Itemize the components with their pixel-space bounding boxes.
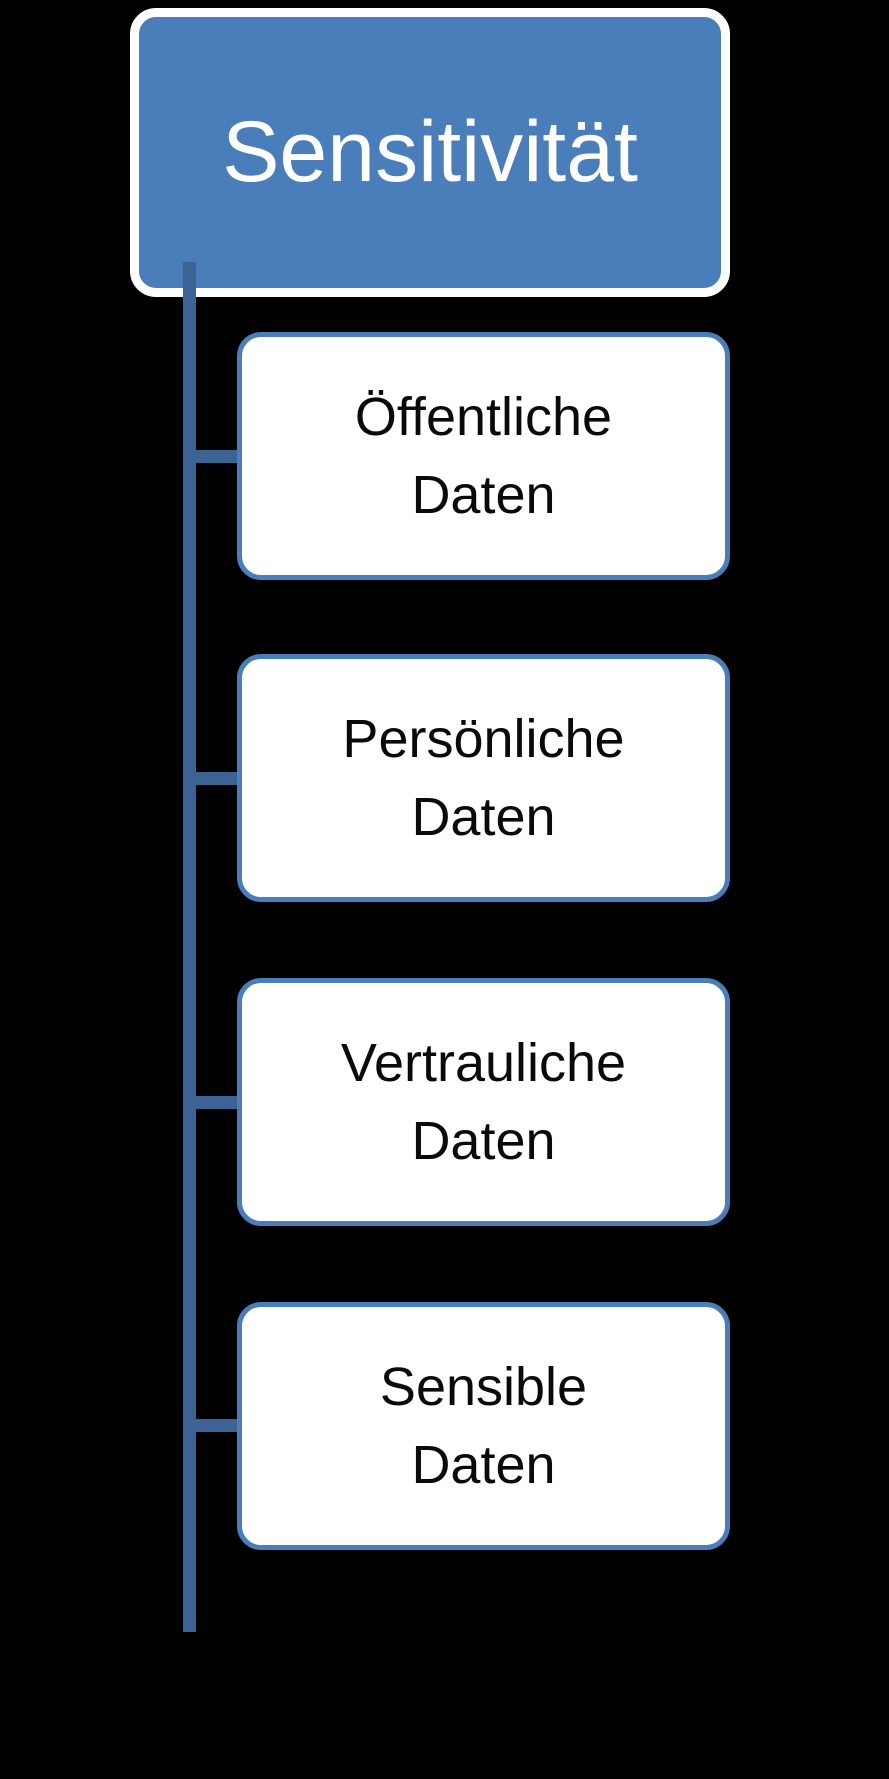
child-node-label-line1: Öffentliche [354, 386, 613, 447]
connector-stub-oeffentliche-daten [183, 450, 243, 463]
connector-stub-persoenliche-daten [183, 772, 243, 785]
child-node-label-line1: Sensible [379, 1356, 588, 1417]
child-node-label-line1: Vertrauliche [340, 1032, 627, 1093]
connector-stub-sensible-daten [183, 1419, 243, 1432]
child-node-label-line2: Daten [411, 787, 556, 847]
child-node-label-line2: Daten [411, 1435, 556, 1495]
root-node-label: Sensitivität [222, 104, 638, 201]
connector-trunk-vertical [183, 262, 196, 1632]
child-node-label-line2: Daten [411, 465, 556, 525]
connector-stub-vertrauliche-daten [183, 1096, 243, 1109]
child-node-label-line1: Persönliche [342, 708, 625, 769]
child-node-label-line2: Daten [411, 1111, 556, 1171]
root-node-sensitivitaet[interactable]: Sensitivität [130, 8, 730, 297]
